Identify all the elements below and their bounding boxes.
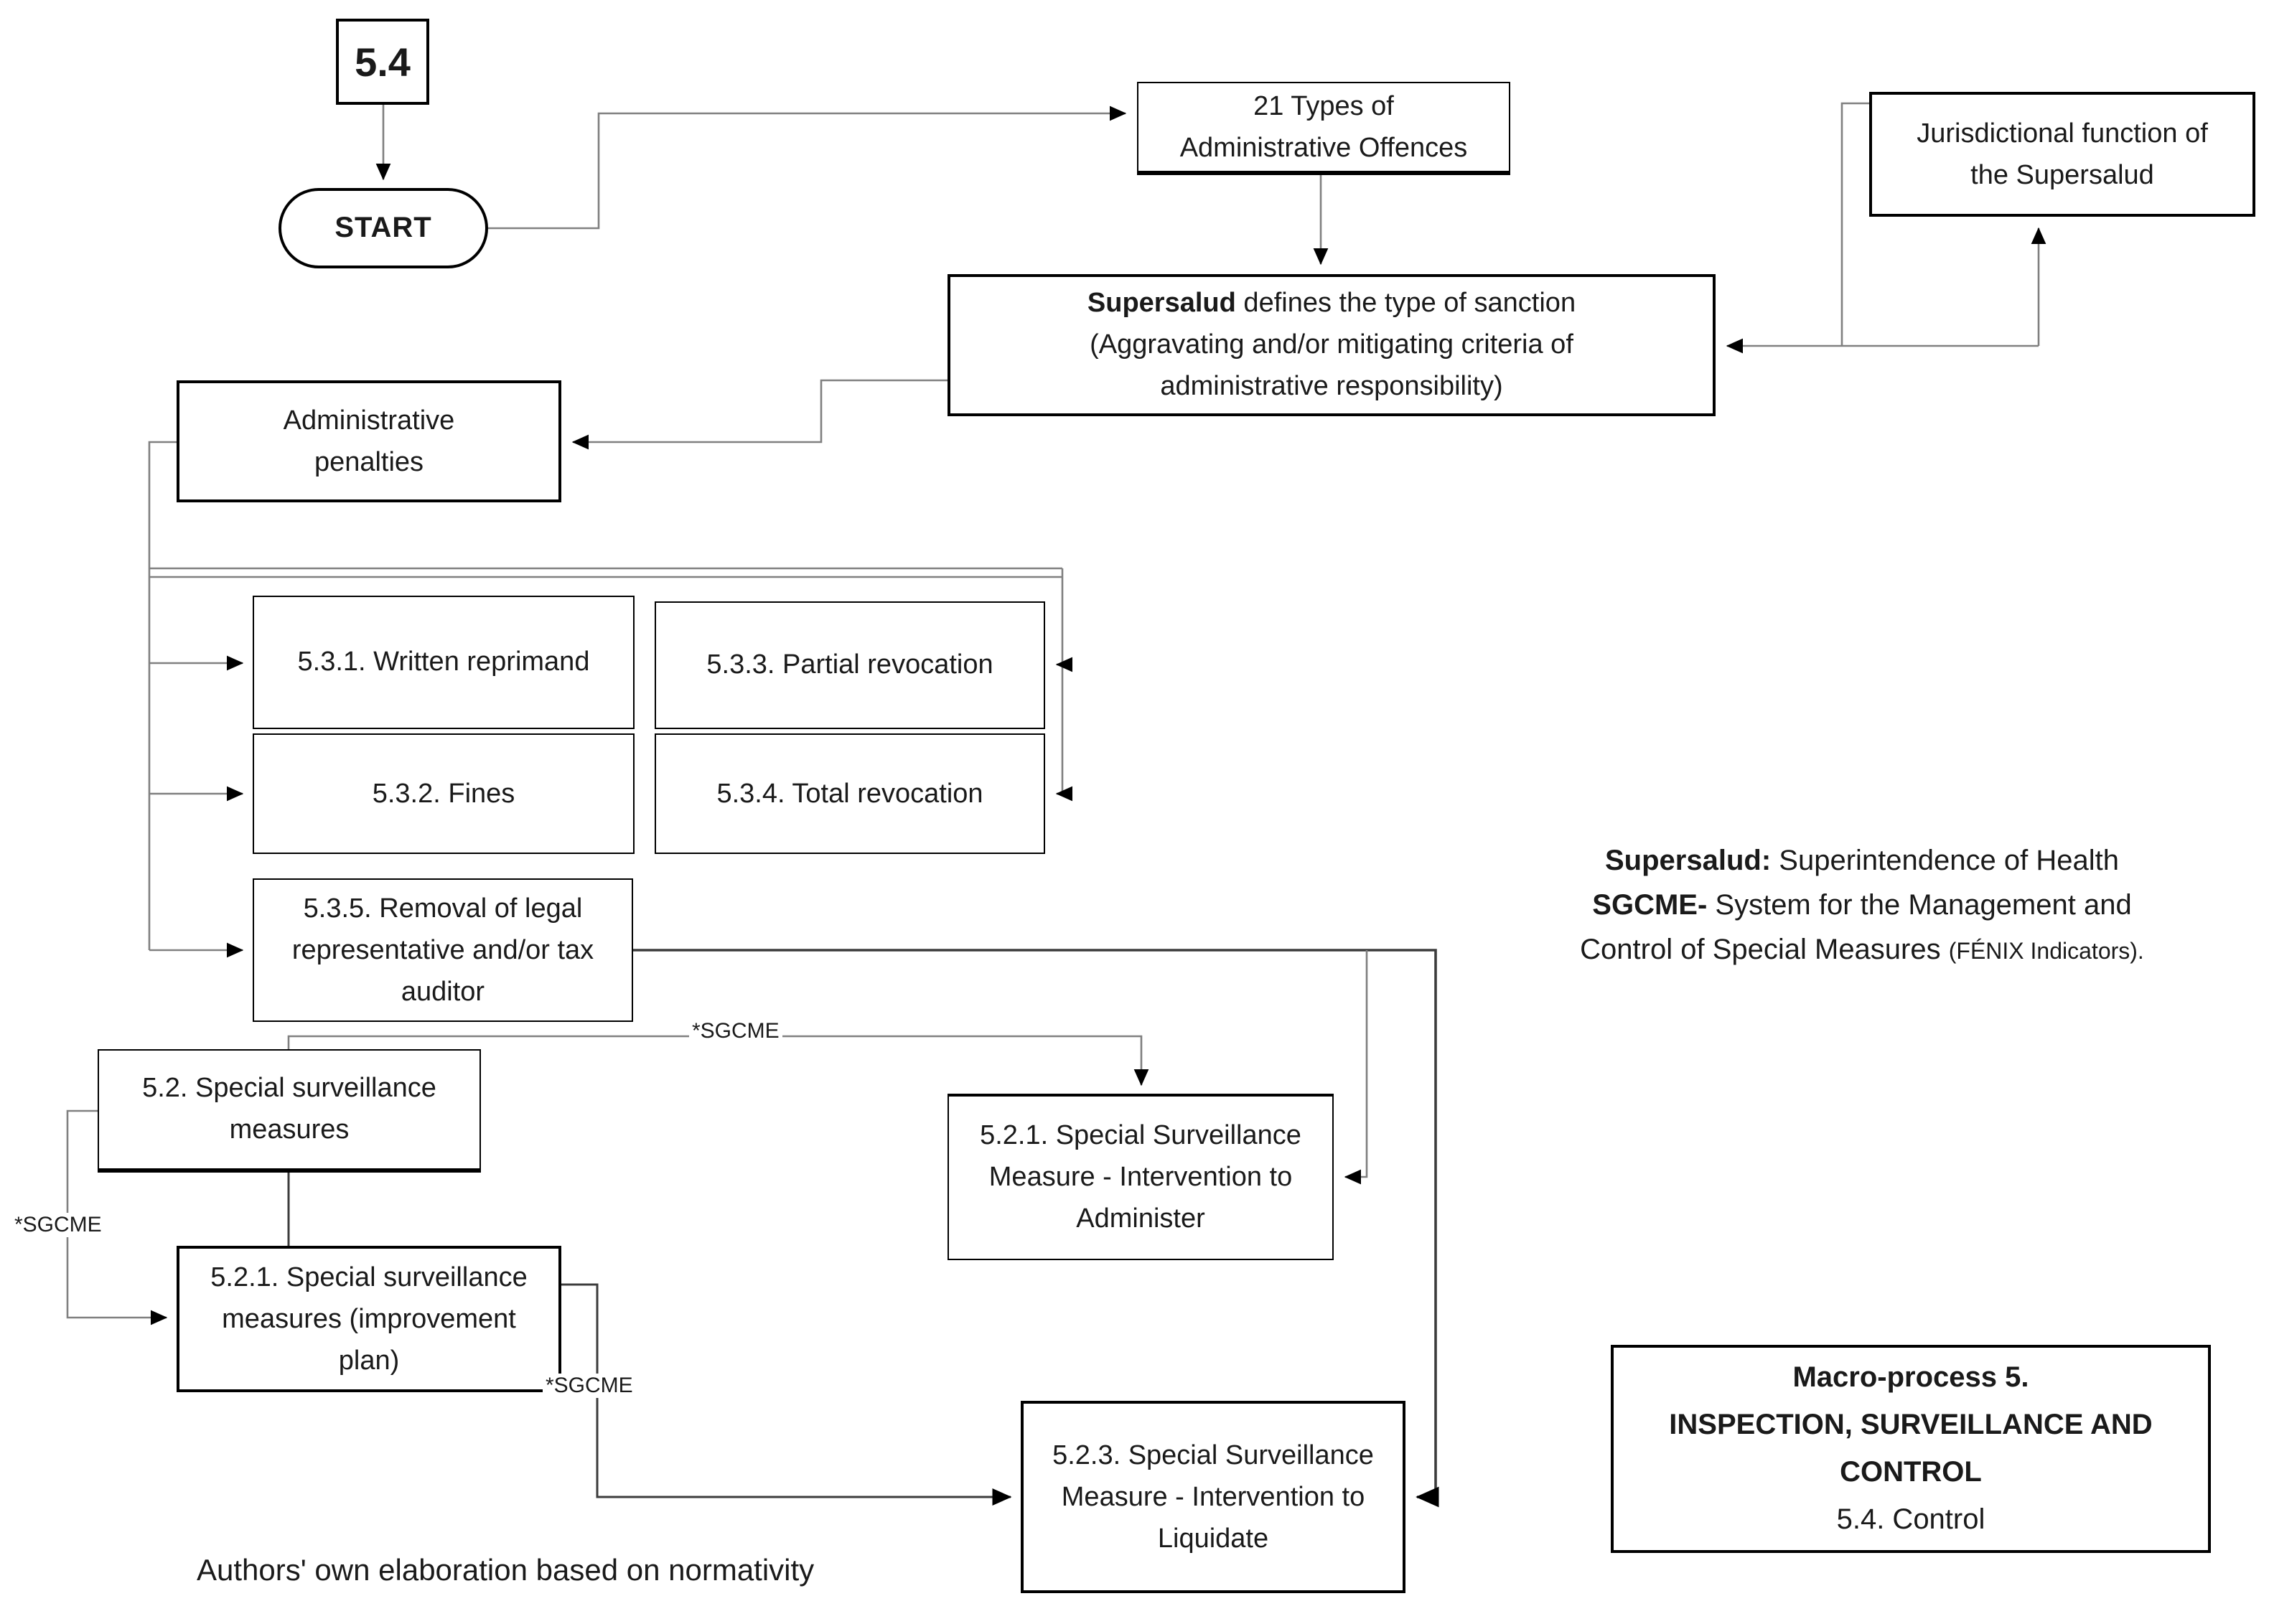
- label-535-line2: representative and/or tax: [291, 935, 594, 965]
- start-label: START: [334, 212, 432, 243]
- types21-line2: Administrative Offences: [1179, 133, 1468, 163]
- label-52-line1: 5.2. Special surveillance: [142, 1074, 436, 1104]
- ref-54-label: 5.4: [355, 39, 411, 84]
- node-ref-54: 5.4: [336, 19, 429, 105]
- label-521p-line1: 5.2.1. Special surveillance: [210, 1262, 528, 1292]
- node-533-partial-revocation: 5.3.3. Partial revocation: [655, 601, 1045, 729]
- node-523-intervention-liquidate: 5.2.3. Special Surveillance Measure - In…: [1021, 1401, 1405, 1593]
- sgcme-label-top: *SGCME: [689, 1019, 782, 1043]
- label-532: 5.3.2. Fines: [372, 779, 515, 809]
- node-534-total-revocation: 5.3.4. Total revocation: [655, 733, 1045, 854]
- macro-line1: Macro-process 5.: [1792, 1361, 2029, 1393]
- supersalud-line1: Supersalud defines the type of sanction: [1087, 288, 1576, 319]
- connector-535-to-liquidate: [633, 949, 1439, 1508]
- node-521-improvement-plan: 5.2.1. Special surveillance measures (im…: [177, 1246, 561, 1392]
- connector-supersalud-to-admin-penalties: [571, 379, 948, 450]
- node-administrative-penalties: Administrative penalties: [177, 380, 561, 502]
- supersalud-line2: (Aggravating and/or mitigating criteria …: [1090, 330, 1573, 360]
- label-533: 5.3.3. Partial revocation: [706, 650, 993, 680]
- legend-abbreviations: Supersalud: Superintendence of Health SG…: [1525, 840, 2199, 975]
- label-523-line3: Liquidate: [1157, 1524, 1269, 1554]
- node-jurisdictional-function: Jurisdictional function of the Supersalu…: [1869, 92, 2255, 217]
- legend-line3: Control of Special Measures (FÉNIX Indic…: [1580, 934, 2144, 966]
- node-52-special-surveillance-measures: 5.2. Special surveillance measures: [98, 1049, 481, 1173]
- sgcme-label-mid: *SGCME: [543, 1374, 636, 1398]
- label-523-line1: 5.2.3. Special Surveillance: [1052, 1440, 1374, 1470]
- node-531-written-reprimand: 5.3.1. Written reprimand: [253, 596, 635, 729]
- label-535-line3: auditor: [401, 977, 485, 1007]
- sgcme-label-left: *SGCME: [11, 1213, 105, 1237]
- node-535-removal-legal-representative: 5.3.5. Removal of legal representative a…: [253, 878, 633, 1022]
- label-523-line2: Measure - Intervention to: [1061, 1482, 1365, 1512]
- jurisdictional-line1: Jurisdictional function of: [1917, 118, 2208, 149]
- connector-start-to-types21: [488, 105, 1127, 230]
- jurisdictional-line2: the Supersalud: [1970, 160, 2154, 190]
- supersalud-line3: administrative responsibility): [1160, 372, 1503, 402]
- connector-jurisdictional-elbow: [1840, 102, 1869, 346]
- label-521a-line1: 5.2.1. Special Surveillance: [980, 1121, 1301, 1151]
- label-531: 5.3.1. Written reprimand: [297, 647, 590, 677]
- label-521a-line3: Administer: [1076, 1204, 1205, 1234]
- legend-line2: SGCME- System for the Management and: [1592, 890, 2132, 921]
- connector-535-to-administer: [1344, 950, 1368, 1185]
- connector-admin-penalties-left-rail: [148, 441, 177, 950]
- node-532-fines: 5.3.2. Fines: [253, 733, 635, 854]
- node-21-types-offences: 21 Types of Administrative Offences: [1137, 82, 1510, 175]
- label-521p-line2: measures (improvement: [222, 1304, 516, 1334]
- admin-penalties-line2: penalties: [314, 447, 424, 477]
- node-521-intervention-administer: 5.2.1. Special Surveillance Measure - In…: [948, 1094, 1334, 1260]
- figure-caption: Authors' own elaboration based on normat…: [197, 1554, 815, 1587]
- label-521p-line3: plan): [338, 1346, 400, 1376]
- admin-penalties-line1: Administrative: [283, 405, 455, 436]
- legend-line1: Supersalud: Superintendence of Health: [1605, 845, 2119, 877]
- label-521a-line2: Measure - Intervention to: [988, 1163, 1293, 1193]
- label-535-line1: 5.3.5. Removal of legal: [303, 893, 583, 924]
- types21-line1: 21 Types of: [1253, 91, 1394, 121]
- macro-line4: 5.4. Control: [1836, 1503, 1985, 1535]
- label-534: 5.3.4. Total revocation: [716, 779, 983, 809]
- node-macro-process-5: Macro-process 5. INSPECTION, SURVEILLANC…: [1611, 1345, 2211, 1553]
- node-start: START: [279, 188, 488, 268]
- macro-line2: INSPECTION, SURVEILLANCE AND: [1669, 1409, 2153, 1440]
- label-52-line2: measures: [229, 1115, 350, 1145]
- node-supersalud-sanction: Supersalud defines the type of sanction …: [948, 274, 1716, 416]
- macro-line3: CONTROL: [1840, 1456, 1982, 1488]
